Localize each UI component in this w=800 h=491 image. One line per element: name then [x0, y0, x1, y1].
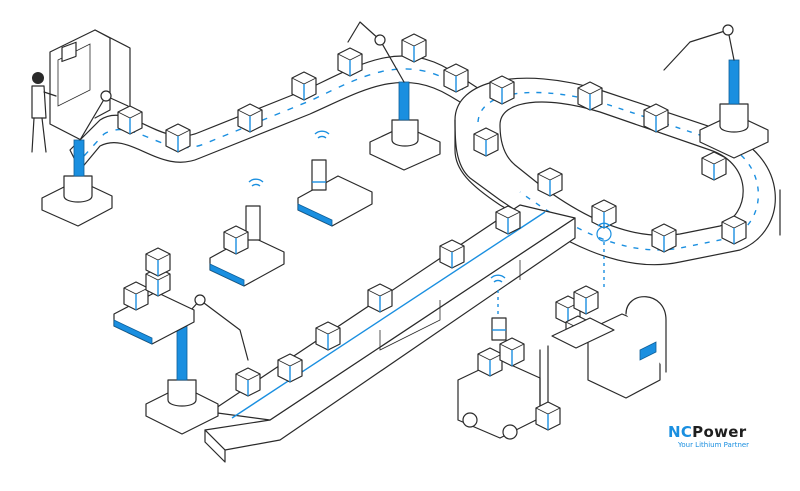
agv-robot-icon: [113, 247, 195, 345]
signal-line-icon: [497, 242, 605, 318]
pallet-stack-icon: [551, 285, 615, 349]
robot-arm-icon: [663, 24, 769, 159]
agv-robot-icon: [209, 205, 285, 287]
robot-arm-icon: [145, 294, 249, 435]
operator-person-icon: [31, 72, 57, 153]
forklift-icon: [457, 317, 561, 440]
wifi-signal-icon: [248, 130, 612, 283]
robot-arm-icon: [347, 21, 441, 171]
robot-arm-icon: [41, 90, 129, 227]
brand-name: Power: [692, 423, 747, 441]
brand-prefix: NC: [668, 423, 693, 441]
agv-badge: NCP: [154, 321, 167, 328]
brand-tagline: Your Lithium Partner: [678, 441, 750, 449]
agv-badge: NCP: [246, 263, 259, 270]
brand-logo: NCPower Your Lithium Partner: [668, 424, 749, 450]
agv-robot-icon: [297, 159, 373, 227]
agv-robot-icon: [587, 296, 667, 399]
agv-badge: NCP: [334, 203, 347, 210]
